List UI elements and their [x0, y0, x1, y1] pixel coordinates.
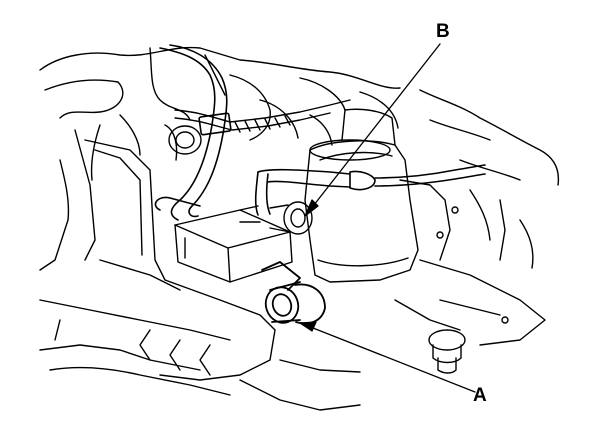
arrowhead-a [299, 321, 317, 332]
breather-hose-fitting [261, 261, 326, 325]
hose-clamp [239, 201, 313, 235]
callout-label-b: B [436, 21, 450, 42]
callout-label-a: A [473, 385, 487, 406]
arrowhead-b [304, 199, 319, 217]
transmission-housing [39, 139, 361, 411]
engine-mount-bracket [394, 89, 560, 346]
mounting-bolt [428, 329, 466, 374]
vacuum-hose-right [254, 164, 486, 216]
vacuum-hose-left [154, 44, 232, 221]
leader-lines [299, 43, 476, 393]
wire-harness [174, 99, 351, 133]
engine-mount [304, 108, 419, 283]
leader-line-b [309, 43, 441, 211]
engine-block-outline [39, 46, 401, 271]
leader-line-a [307, 325, 476, 393]
valve-housing [174, 209, 293, 283]
